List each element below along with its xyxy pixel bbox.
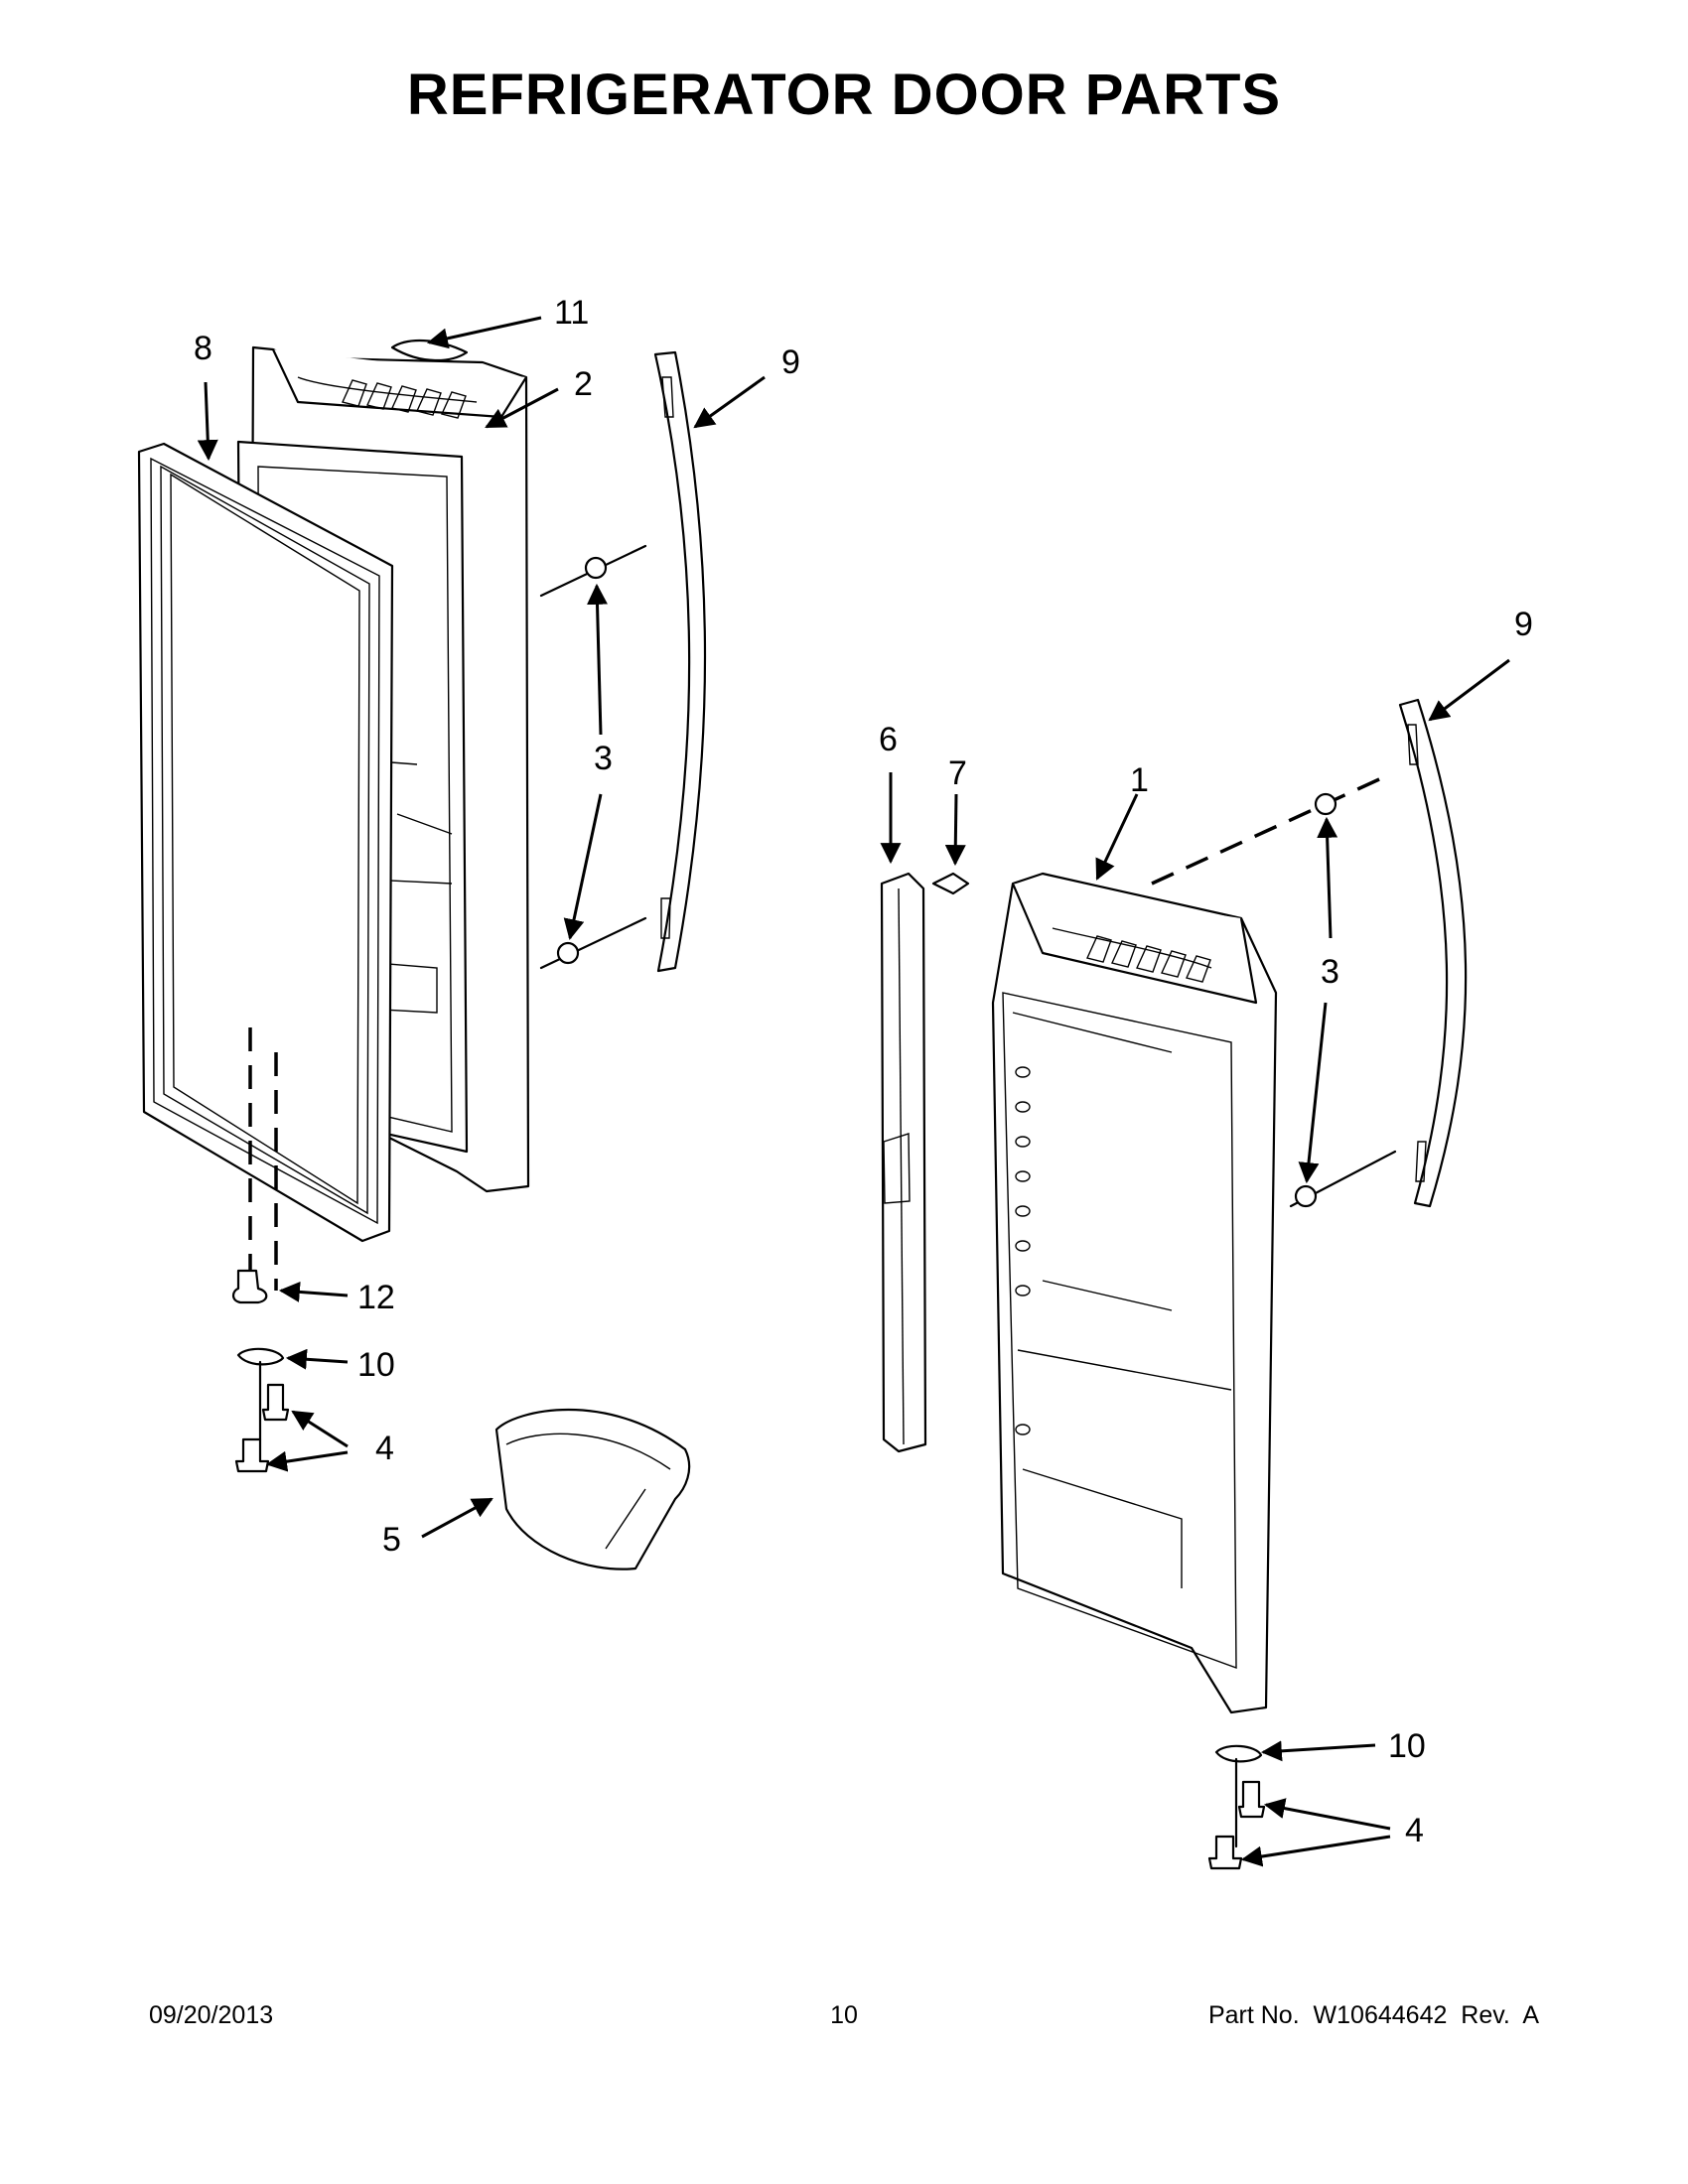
callout-4-right: 4 [1405, 1812, 1424, 1849]
left-hinge-assembly [231, 1027, 290, 1473]
callout-3-right: 3 [1321, 953, 1339, 991]
right-hinge-assembly [1207, 1744, 1266, 1870]
mullion-part-6 [880, 872, 927, 1453]
callout-7: 7 [948, 754, 967, 792]
right-hinge-screw-part-4b [1207, 1835, 1243, 1870]
left-door-top-slots [342, 379, 467, 419]
hinge-screw-part-4b [234, 1437, 270, 1473]
callout-8: 8 [194, 330, 212, 367]
footer-part-number: Part No. W10644642 Rev. A [1207, 2001, 1539, 2029]
left-handle-studs [539, 544, 647, 970]
callout-9-right: 9 [1514, 606, 1533, 643]
callout-6: 6 [879, 721, 898, 758]
door-gasket-part-8 [137, 442, 394, 1243]
right-door-shelf-clips [1015, 1066, 1031, 1435]
footer-date: 09/20/2013 [149, 2001, 274, 2029]
callout-3-left: 3 [594, 740, 613, 777]
footer-page-number: 10 [830, 2001, 858, 2029]
callout-9-left: 9 [781, 343, 800, 381]
callouts: 11 2 8 9 3 12 10 4 5 6 7 1 9 3 10 4 [194, 294, 1533, 1849]
callout-10-left: 10 [357, 1346, 395, 1384]
callout-10-right: 10 [1388, 1727, 1426, 1765]
hinge-screw-part-4a [261, 1383, 290, 1422]
right-door-part-1 [991, 872, 1278, 1714]
right-door-top-slots [1086, 935, 1211, 983]
page-title: REFRIGERATOR DOOR PARTS [406, 63, 1282, 127]
callout-1: 1 [1130, 761, 1149, 799]
callout-2: 2 [574, 365, 593, 403]
right-handle-studs [1151, 772, 1397, 1208]
right-hinge-washer-part-10 [1214, 1744, 1263, 1763]
leader-lines [197, 316, 1510, 1867]
callout-4-left: 4 [375, 1430, 394, 1467]
right-handle-part-9 [1398, 698, 1468, 1208]
hinge-washer-part-10 [236, 1347, 285, 1366]
callout-12: 12 [357, 1279, 395, 1316]
left-handle-part-9 [653, 350, 707, 973]
callout-11: 11 [554, 294, 589, 332]
spring-part-7 [931, 872, 970, 895]
right-hinge-screw-part-4a [1237, 1780, 1266, 1819]
hinge-pin-part-12 [231, 1269, 268, 1304]
callout-5: 5 [382, 1521, 401, 1559]
door-bin-part-5 [494, 1409, 691, 1570]
